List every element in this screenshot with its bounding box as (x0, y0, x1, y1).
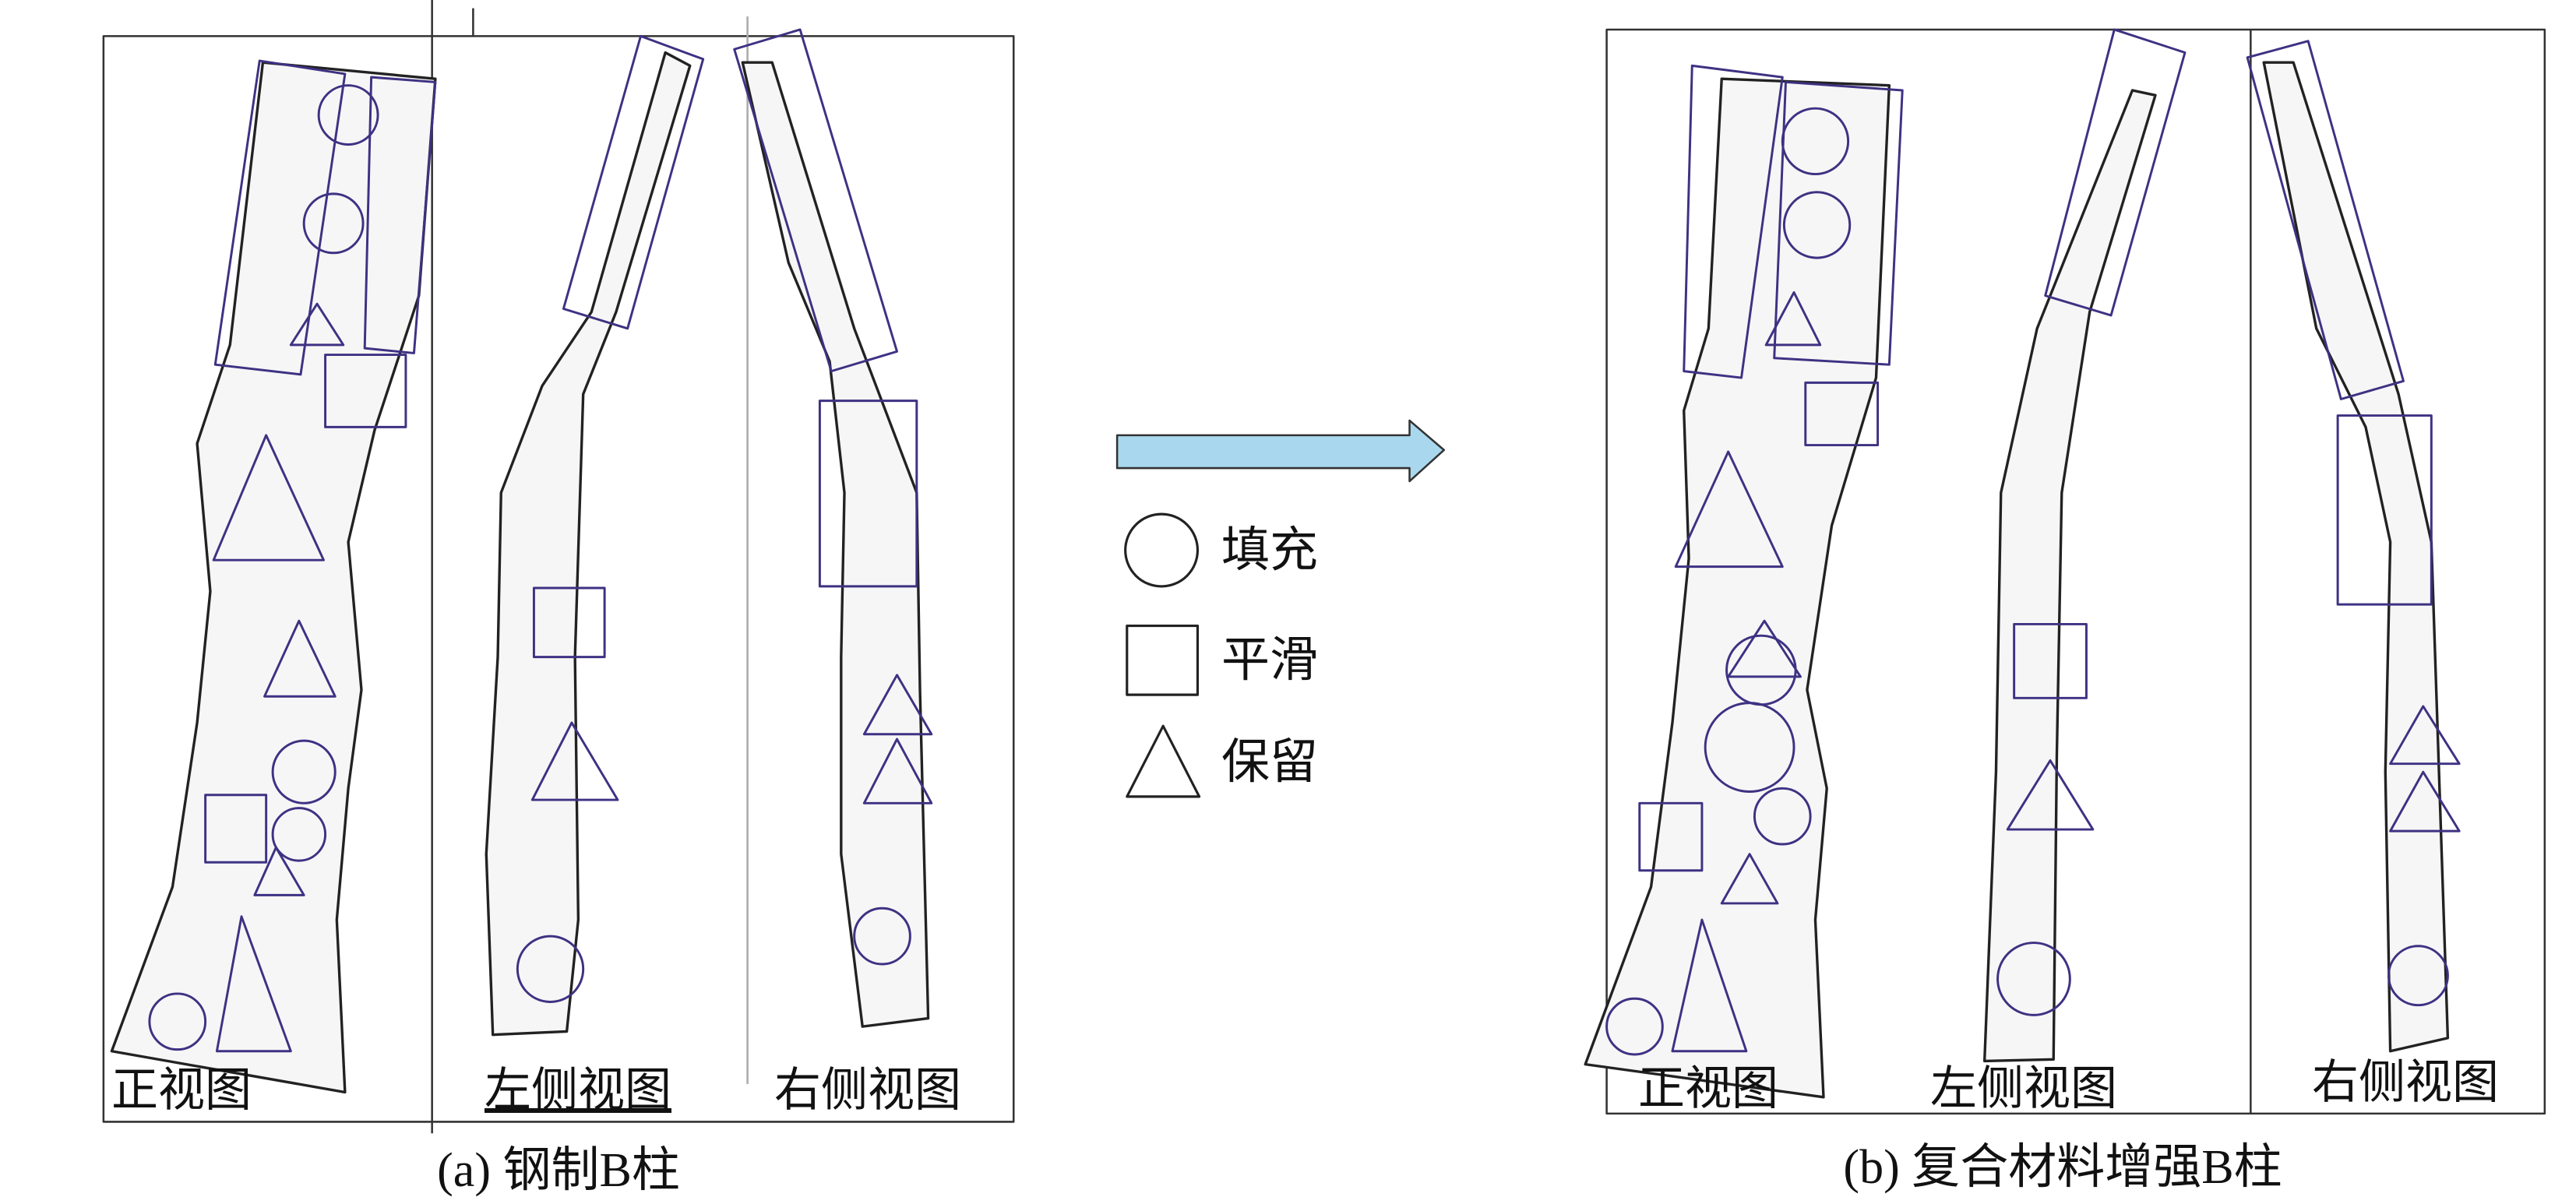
front-view-pillar (110, 61, 437, 1094)
panel-a-front-label: 正视图 (111, 1065, 252, 1116)
right-view-pillar (741, 61, 930, 1028)
legend-fill-label: 填充 (1221, 524, 1319, 577)
markers-panel-b (1605, 28, 2461, 1056)
legend-keep-label: 保留 (1221, 736, 1319, 789)
panel-b-front-label: 正视图 (1638, 1063, 1778, 1114)
left-view-pillar-b (1982, 89, 2157, 1063)
legend-circle-icon (1124, 512, 1200, 588)
panel-b-right-label: 右侧视图 (2312, 1057, 2499, 1108)
steel-pillar-drawings (110, 51, 930, 1094)
front-view-pillar-b (1584, 77, 1891, 1099)
legend-triangle-icon (1126, 724, 1201, 798)
panel-a-frame (102, 0, 1015, 1134)
panel-b-caption: (b) 复合材料增强B柱 (1843, 1141, 2282, 1194)
legend-square-icon (1126, 624, 1200, 696)
composite-pillar-drawings (1584, 61, 2450, 1099)
panel-b-frame (1605, 28, 2546, 1115)
left-view-pillar (485, 51, 692, 1037)
transition-arrow-icon (1115, 419, 1446, 483)
panel-a-left-label: 左侧视图 (485, 1065, 671, 1116)
panel-b-left-label: 左侧视图 (1930, 1063, 2117, 1114)
panel-a-caption: (a) 钢制B柱 (437, 1144, 680, 1197)
legend-smooth-label: 平滑 (1221, 634, 1319, 687)
markers-panel-a (148, 28, 933, 1053)
right-view-pillar-b (2262, 61, 2450, 1053)
panel-a-right-label: 右侧视图 (774, 1065, 961, 1116)
